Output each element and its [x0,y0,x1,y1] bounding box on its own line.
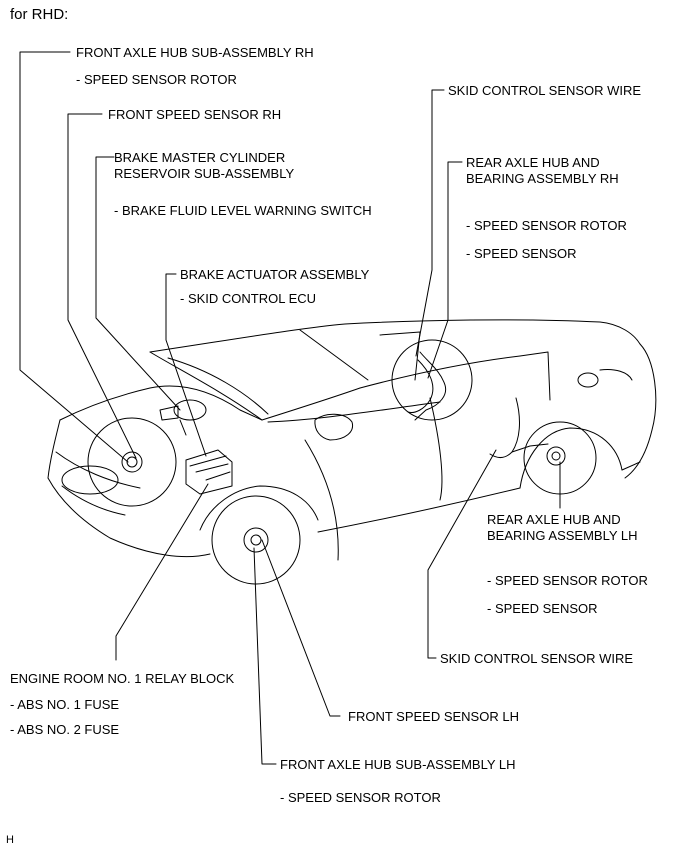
label-rear-axle-rh-2: BEARING ASSEMBLY RH [466,171,619,186]
rear-wheel-rh [391,339,473,421]
rear-sensor-wire-rh [414,351,447,421]
label-front-speed-sensor-rh: FRONT SPEED SENSOR RH [108,107,282,122]
front-wheel-lh [211,495,301,585]
label-rear-axle-rh-1: REAR AXLE HUB AND [466,155,600,170]
label-brake-actuator: BRAKE ACTUATOR ASSEMBLY [180,267,370,282]
label-rear-axle-lh-sub1: - SPEED SENSOR ROTOR [487,573,648,588]
label-rear-axle-rh-sub1: - SPEED SENSOR ROTOR [466,218,627,233]
label-skid-wire-bottom: SKID CONTROL SENSOR WIRE [440,651,634,666]
label-engine-relay-sub2: - ABS NO. 2 FUSE [10,722,120,737]
label-front-axle-hub-lh-sub: - SPEED SENSOR ROTOR [280,790,441,805]
label-front-axle-hub-lh: FRONT AXLE HUB SUB-ASSEMBLY LH [280,757,516,772]
front-wheel-rh [87,417,177,507]
label-rear-axle-lh-1: REAR AXLE HUB AND [487,512,621,527]
brake-actuator [185,449,233,495]
leader-lines [19,51,561,765]
label-front-speed-sensor-lh: FRONT SPEED SENSOR LH [348,709,519,724]
label-skid-wire-top: SKID CONTROL SENSOR WIRE [448,83,642,98]
figure-code: H [6,834,14,846]
diagram-header: for RHD: [10,6,69,23]
brake-master-cylinder [159,399,207,436]
label-brake-master-cylinder-2: RESERVOIR SUB-ASSEMBLY [114,166,295,181]
label-rear-axle-lh-sub2: - SPEED SENSOR [487,601,598,616]
label-brake-master-cylinder-sub: - BRAKE FLUID LEVEL WARNING SWITCH [114,203,372,218]
car-body-outline [47,319,657,561]
label-brake-actuator-sub: - SKID CONTROL ECU [180,291,317,306]
label-rear-axle-rh-sub2: - SPEED SENSOR [466,246,577,261]
label-front-axle-hub-rh-sub: - SPEED SENSOR ROTOR [76,72,237,87]
label-brake-master-cylinder-1: BRAKE MASTER CYLINDER [114,150,286,165]
label-front-axle-hub-rh: FRONT AXLE HUB SUB-ASSEMBLY RH [76,45,314,60]
label-engine-relay: ENGINE ROOM NO. 1 RELAY BLOCK [10,671,235,686]
rear-sensor-wire-lh [489,397,549,458]
label-engine-relay-sub1: - ABS NO. 1 FUSE [10,697,120,712]
label-rear-axle-lh-2: BEARING ASSEMBLY LH [487,528,638,543]
